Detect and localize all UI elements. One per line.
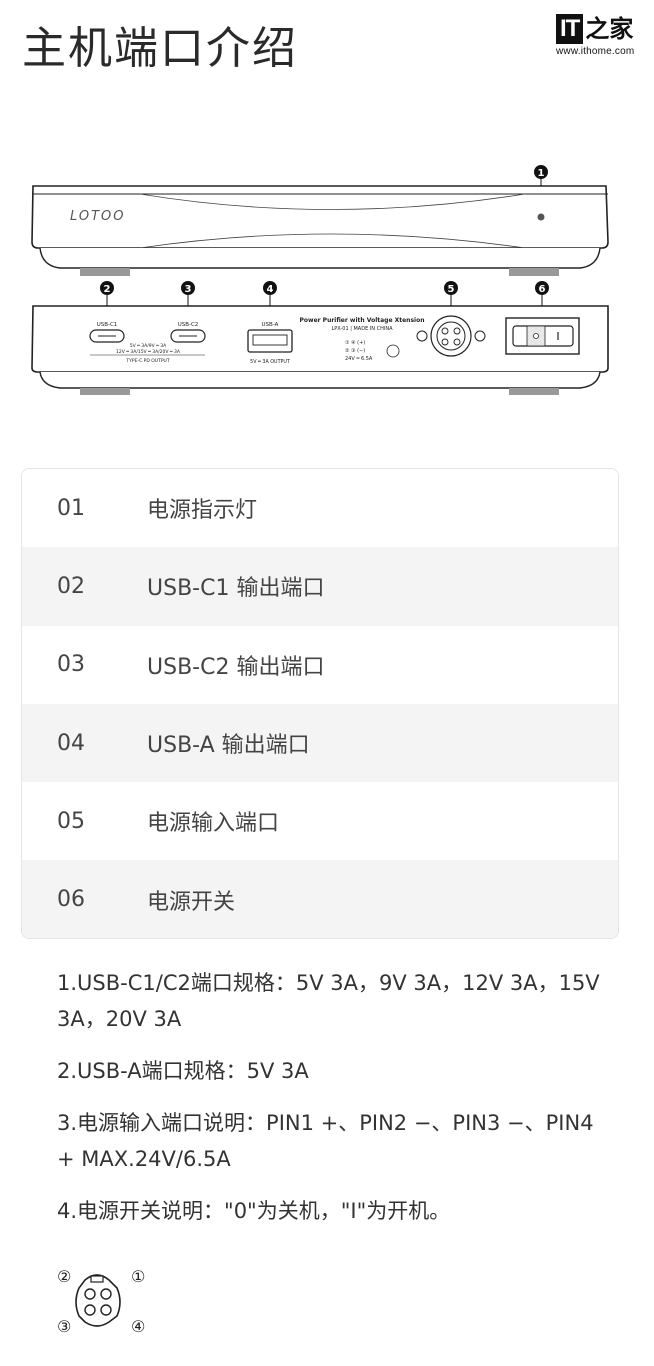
brand-logo: LOTOO — [70, 209, 125, 224]
mini-pin-icon — [386, 344, 400, 358]
logo-it: IT — [556, 14, 584, 44]
note-power-input: 3.电源输入端口说明：PIN1 +、PIN2 −、PIN3 −、PIN4 + M… — [57, 1111, 594, 1171]
pin-4 — [100, 1304, 112, 1316]
pd-spec-line2: 12V ═ 3A/15V ═ 3A/20V ═ 3A — [116, 349, 181, 355]
pin-2 — [84, 1288, 96, 1300]
usb-c1-label: USB-C1 — [97, 322, 118, 328]
pd-output-label: TYPE-C PD OUTPUT — [125, 358, 169, 364]
note-usb-c-spec: 1.USB-C1/C2端口规格：5V 3A，9V 3A，12V 3A，15V 3… — [57, 971, 600, 1031]
pin-label-1: ① — [131, 1267, 145, 1286]
table-row: 06 电源开关 — [22, 860, 618, 938]
callout-3-label: 3 — [185, 284, 192, 295]
callout-1-label: 1 — [538, 168, 545, 179]
front-foot-left — [80, 268, 130, 276]
table-row: 03 USB-C2 输出端口 — [22, 625, 618, 704]
callout-2: 2 — [100, 281, 114, 306]
note-power-switch: 4.电源开关说明："0"为关机，"I"为开机。 — [57, 1199, 451, 1223]
back-foot-left — [80, 388, 130, 395]
connector-outline — [75, 1274, 121, 1327]
port-number: 02 — [57, 573, 85, 599]
port-number: 06 — [57, 887, 85, 913]
logo-url: www.ithome.com — [556, 46, 635, 57]
port-number: 01 — [57, 495, 85, 521]
spec-notes: 1.USB-C1/C2端口规格：5V 3A，9V 3A，12V 3A，15V 3… — [57, 965, 617, 1245]
usb-a-label: USB-A — [262, 322, 279, 328]
pin-legend-1: ① ④ (+) — [345, 340, 365, 346]
device-illustration: LOTOO 1 USB-C1 USB-C2 5V ═ 3A/9V ═ 3A 12… — [31, 165, 609, 395]
port-name: USB-A 输出端口 — [147, 733, 310, 759]
back-foot-right — [509, 388, 559, 395]
front-foot-right — [509, 268, 559, 276]
port-number: 03 — [57, 652, 85, 678]
product-name: Power Purifier with Voltage Xtension — [300, 317, 425, 324]
callout-1: 1 — [534, 165, 548, 186]
table-row: 04 USB-A 输出端口 — [22, 703, 618, 783]
port-table: 01 电源指示灯 02 USB-C1 输出端口 03 USB-C2 输出端口 0… — [21, 468, 619, 939]
note-usb-a-spec: 2.USB-A端口规格：5V 3A — [57, 1059, 309, 1083]
device-back-view: USB-C1 USB-C2 5V ═ 3A/9V ═ 3A 12V ═ 3A/1… — [31, 305, 609, 395]
port-number: 05 — [57, 808, 85, 834]
callout-3: 3 — [181, 281, 195, 306]
table-row: 01 电源指示灯 — [22, 469, 618, 548]
port-name: 电源开关 — [147, 889, 236, 915]
connector-key — [90, 1275, 104, 1283]
usb-a-output-label: 5V ═ 3A OUTPUT — [250, 359, 290, 365]
pin-3 — [84, 1304, 96, 1316]
pin-legend-2: ② ③ (−) — [345, 348, 365, 354]
power-indicator-led — [537, 213, 545, 221]
callout-4: 4 — [263, 281, 277, 306]
port-name: 电源输入端口 — [147, 811, 280, 837]
port-number: 04 — [57, 730, 85, 756]
callout-2-label: 2 — [104, 284, 111, 295]
power-input-connector — [416, 315, 486, 357]
logo-cn: 之家 — [585, 15, 634, 43]
device-front-view: LOTOO — [31, 185, 609, 276]
ithome-logo: IT 之家 www.ithome.com — [556, 14, 648, 66]
pin-label-3: ③ — [57, 1317, 71, 1336]
callout-4-label: 4 — [267, 284, 274, 295]
pin-diagram: ② ① ③ ④ — [57, 1267, 145, 1336]
pin-label-2: ② — [57, 1267, 71, 1286]
power-switch — [505, 317, 580, 355]
pin-legend-3: 24V ═ 6.5A — [345, 356, 373, 362]
port-name: USB-C2 输出端口 — [147, 654, 325, 680]
port-name: 电源指示灯 — [147, 498, 258, 524]
pd-spec-line1: 5V ═ 3A/9V ═ 3A — [130, 343, 167, 349]
port-name: USB-C1 输出端口 — [147, 576, 325, 602]
model-line: LPX-01 | MADE IN CHINA — [331, 326, 393, 332]
callout-5: 5 — [444, 281, 458, 306]
usb-c2-label: USB-C2 — [178, 322, 199, 328]
table-row: 05 电源输入端口 — [22, 782, 618, 861]
callout-6-label: 6 — [539, 284, 546, 295]
table-row: 02 USB-C1 输出端口 — [22, 547, 618, 626]
callout-6: 6 — [535, 281, 549, 306]
pin-1 — [100, 1288, 112, 1300]
callout-5-label: 5 — [448, 284, 455, 295]
page-title: 主机端口介绍 — [22, 23, 298, 74]
pin-label-4: ④ — [131, 1317, 145, 1336]
